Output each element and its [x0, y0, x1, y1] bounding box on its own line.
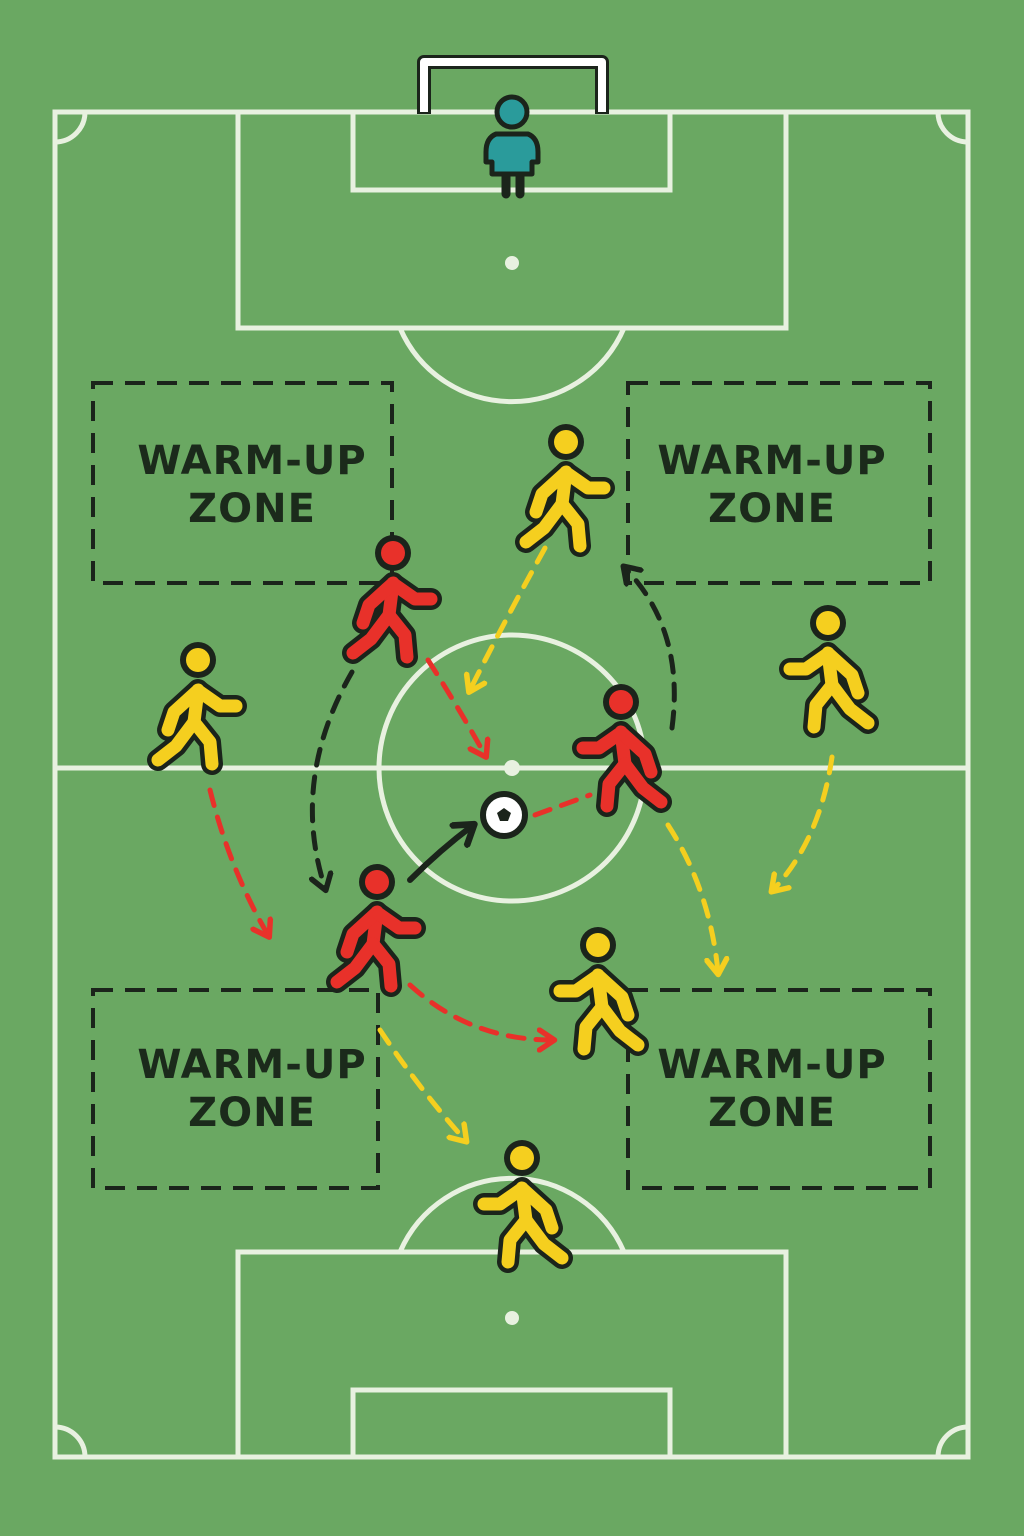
- player-red-icon: [326, 864, 426, 997]
- pass-line-red: [532, 792, 593, 818]
- zone-label: ZONE: [188, 1090, 316, 1136]
- player-yellow-icon: [549, 927, 649, 1060]
- warm-up-zone-borders: [91, 381, 932, 1190]
- pass-arrow-yellow: [470, 545, 548, 690]
- player-yellow-icon: [779, 605, 879, 738]
- goal: [417, 55, 609, 114]
- zone-label: WARM-UP: [137, 438, 366, 484]
- run-arrow-red: [425, 657, 485, 755]
- soccer-ball-icon: [480, 791, 528, 839]
- player-red-icon: [342, 535, 442, 668]
- warm-up-zone-top-left: WARM-UP ZONE: [137, 438, 366, 532]
- player-yellow-icon: [147, 642, 247, 775]
- run-arrow-yellow: [665, 822, 718, 972]
- run-arrow-black: [312, 669, 355, 888]
- zone-label: WARM-UP: [137, 1042, 366, 1088]
- zone-label: ZONE: [188, 486, 316, 532]
- zone-label: WARM-UP: [657, 438, 886, 484]
- run-arrow-black: [625, 568, 677, 731]
- pass-arrow-black: [407, 826, 472, 883]
- warm-up-zone-bottom-left: WARM-UP ZONE: [137, 1042, 366, 1136]
- run-arrow-yellow: [377, 1027, 465, 1140]
- warm-up-zone-bottom-right: WARM-UP ZONE: [657, 1042, 886, 1136]
- player-yellow-icon: [473, 1140, 573, 1273]
- player-red-icon: [572, 684, 672, 817]
- movement-arrows: [207, 545, 835, 1140]
- goalkeeper-icon: [483, 94, 541, 199]
- warm-up-zone-top-right: WARM-UP ZONE: [657, 438, 886, 532]
- zone-label: ZONE: [708, 486, 836, 532]
- run-arrow-red: [407, 982, 552, 1040]
- player-yellow-icon: [515, 424, 615, 557]
- run-arrow-red: [207, 787, 268, 935]
- zone-label: ZONE: [708, 1090, 836, 1136]
- zone-label: WARM-UP: [657, 1042, 886, 1088]
